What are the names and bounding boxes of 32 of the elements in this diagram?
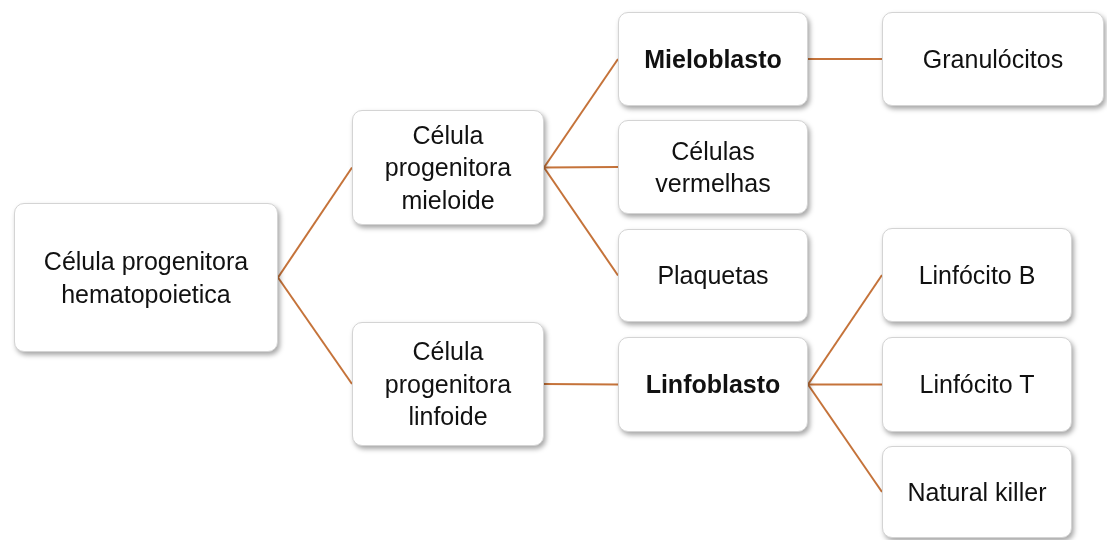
node-label: Célula progenitora mieloide xyxy=(383,119,513,216)
process-box xyxy=(882,12,1104,106)
node-label: Mieloblasto xyxy=(644,43,782,75)
connector-line xyxy=(543,166,619,169)
node-label: Plaquetas xyxy=(657,260,769,292)
node-label: Linfócito T xyxy=(919,369,1035,401)
node-label: Célula progenitora hematopoietica xyxy=(42,246,250,310)
process-box xyxy=(618,337,808,432)
connector-line xyxy=(277,276,353,385)
process-box xyxy=(618,12,808,106)
process-box xyxy=(618,229,808,322)
process-box xyxy=(882,337,1072,432)
process-box xyxy=(882,228,1072,322)
node-label: Linfócito B xyxy=(918,259,1036,291)
connector-line xyxy=(543,383,619,386)
connector-line xyxy=(543,166,619,277)
process-box xyxy=(352,322,544,446)
node-label: Linfoblasto xyxy=(645,369,781,401)
connector-line xyxy=(807,383,883,493)
node-label: Célula progenitora linfoide xyxy=(383,336,513,433)
process-box xyxy=(882,446,1072,538)
process-box xyxy=(352,110,544,225)
connector-line xyxy=(807,274,883,386)
connector-line xyxy=(543,58,619,169)
process-box xyxy=(14,203,278,352)
connector-line xyxy=(277,166,353,279)
node-label: Granulócitos xyxy=(922,43,1064,75)
connector-line xyxy=(807,383,883,386)
node-label: Células vermelhas xyxy=(654,135,772,199)
node-label: Natural killer xyxy=(907,476,1047,508)
connector-line xyxy=(807,58,883,60)
process-box xyxy=(618,120,808,214)
